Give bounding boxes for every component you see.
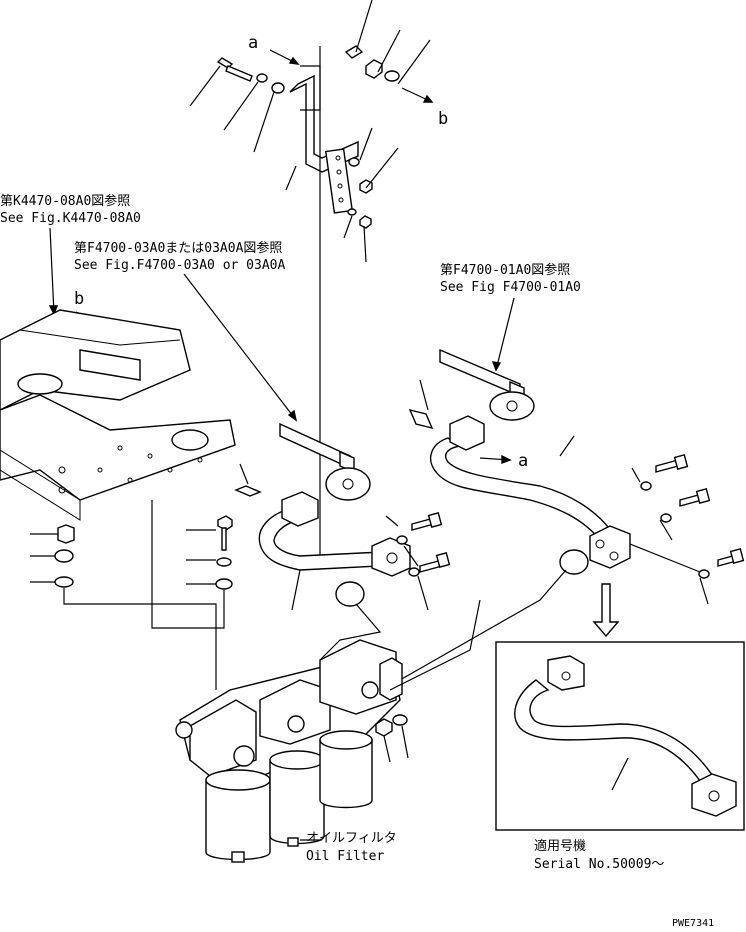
flange-icon (325, 467, 371, 501)
washer-icon (271, 82, 285, 94)
frame-hole-icon (171, 429, 209, 451)
callout-b-left: b (74, 289, 84, 309)
pipe-icon (258, 507, 383, 571)
ref-f4700-03-en: See Fig.F4700-03A0 or 03A0A (74, 258, 285, 273)
down-arrow-icon (592, 583, 620, 638)
cushion-icon (54, 549, 74, 563)
washer-icon (384, 70, 400, 82)
callout-a-top: a (248, 33, 258, 53)
serial-variant-box (495, 641, 745, 831)
ref-k4470-en: See Fig.K4470-08A0 (0, 211, 141, 226)
washer-icon (256, 73, 268, 83)
o-ring-icon (335, 581, 365, 607)
washer-icon (392, 714, 408, 726)
u-bolt-icon (234, 485, 262, 497)
ref-f4700-01-en: See Fig F4700-01A0 (440, 280, 581, 295)
washer-icon (396, 535, 408, 545)
filter-canister-icon (319, 739, 373, 809)
nut-icon (359, 179, 373, 194)
serial-label-en: Serial No.50009～ (534, 857, 664, 872)
bolt-head-icon (673, 454, 689, 470)
ref-f4700-01-jp: 第F4700-01A0図参照 (440, 262, 570, 278)
flange-icon (371, 537, 411, 577)
right-pipe-assembly: a (399, 348, 745, 681)
bracket-icon (289, 74, 359, 173)
washer-icon (216, 557, 232, 567)
flange-icon (691, 773, 737, 817)
callout-a-mid: a (518, 451, 528, 471)
frame-structure: b (0, 289, 236, 521)
nut-icon (359, 215, 372, 229)
serial-label-jp: 適用号機 (534, 838, 586, 854)
oil-filter-label-jp: オイルフィルタ (306, 831, 397, 846)
drain-plug-icon (287, 837, 299, 847)
filter-canister-icon (205, 779, 271, 861)
spacer-icon (57, 524, 75, 544)
flange-icon (281, 491, 319, 527)
left-mount-parts (30, 500, 233, 690)
bolt-head-icon (435, 552, 451, 568)
flange-icon (547, 655, 585, 691)
ref-k4470-leader (49, 227, 55, 315)
oil-filter-assembly (175, 599, 481, 863)
drain-plug-icon (231, 851, 245, 863)
ref-k4470-jp: 第K4470-08A0図参照 (0, 193, 130, 209)
flange-icon (489, 391, 535, 421)
ref-f4700-03-jp: 第F4700-03A0または03A0A図参照 (74, 240, 282, 256)
washer-icon (660, 513, 672, 523)
spacer-icon (344, 45, 364, 59)
nut-icon (375, 718, 393, 737)
callout-b-top: b (438, 109, 448, 129)
bolt-head-icon (427, 512, 443, 528)
cushion-icon (215, 578, 233, 590)
bolt-head-icon (695, 488, 711, 504)
washer-icon (698, 569, 710, 579)
filter-canister-icon (269, 759, 325, 845)
o-ring-icon (559, 549, 589, 575)
washer-icon (408, 567, 420, 577)
ref-f4700-03-leader (183, 273, 297, 421)
top-bracket-assembly (189, 0, 434, 562)
flange-icon (449, 415, 485, 451)
bolt-head-icon (729, 548, 745, 564)
drawing-code: PWE7341 (672, 918, 714, 929)
ref-f4700-01-leader (495, 297, 515, 371)
u-bolt-icon (408, 408, 434, 430)
oil-filter-label-en: Oil Filter (306, 849, 384, 864)
bolt-head-icon (217, 515, 233, 531)
flange-icon (589, 525, 631, 569)
nut-icon (365, 59, 383, 79)
washer-icon (54, 576, 74, 588)
left-pipe-assembly (234, 422, 451, 661)
washer-icon (640, 481, 652, 491)
